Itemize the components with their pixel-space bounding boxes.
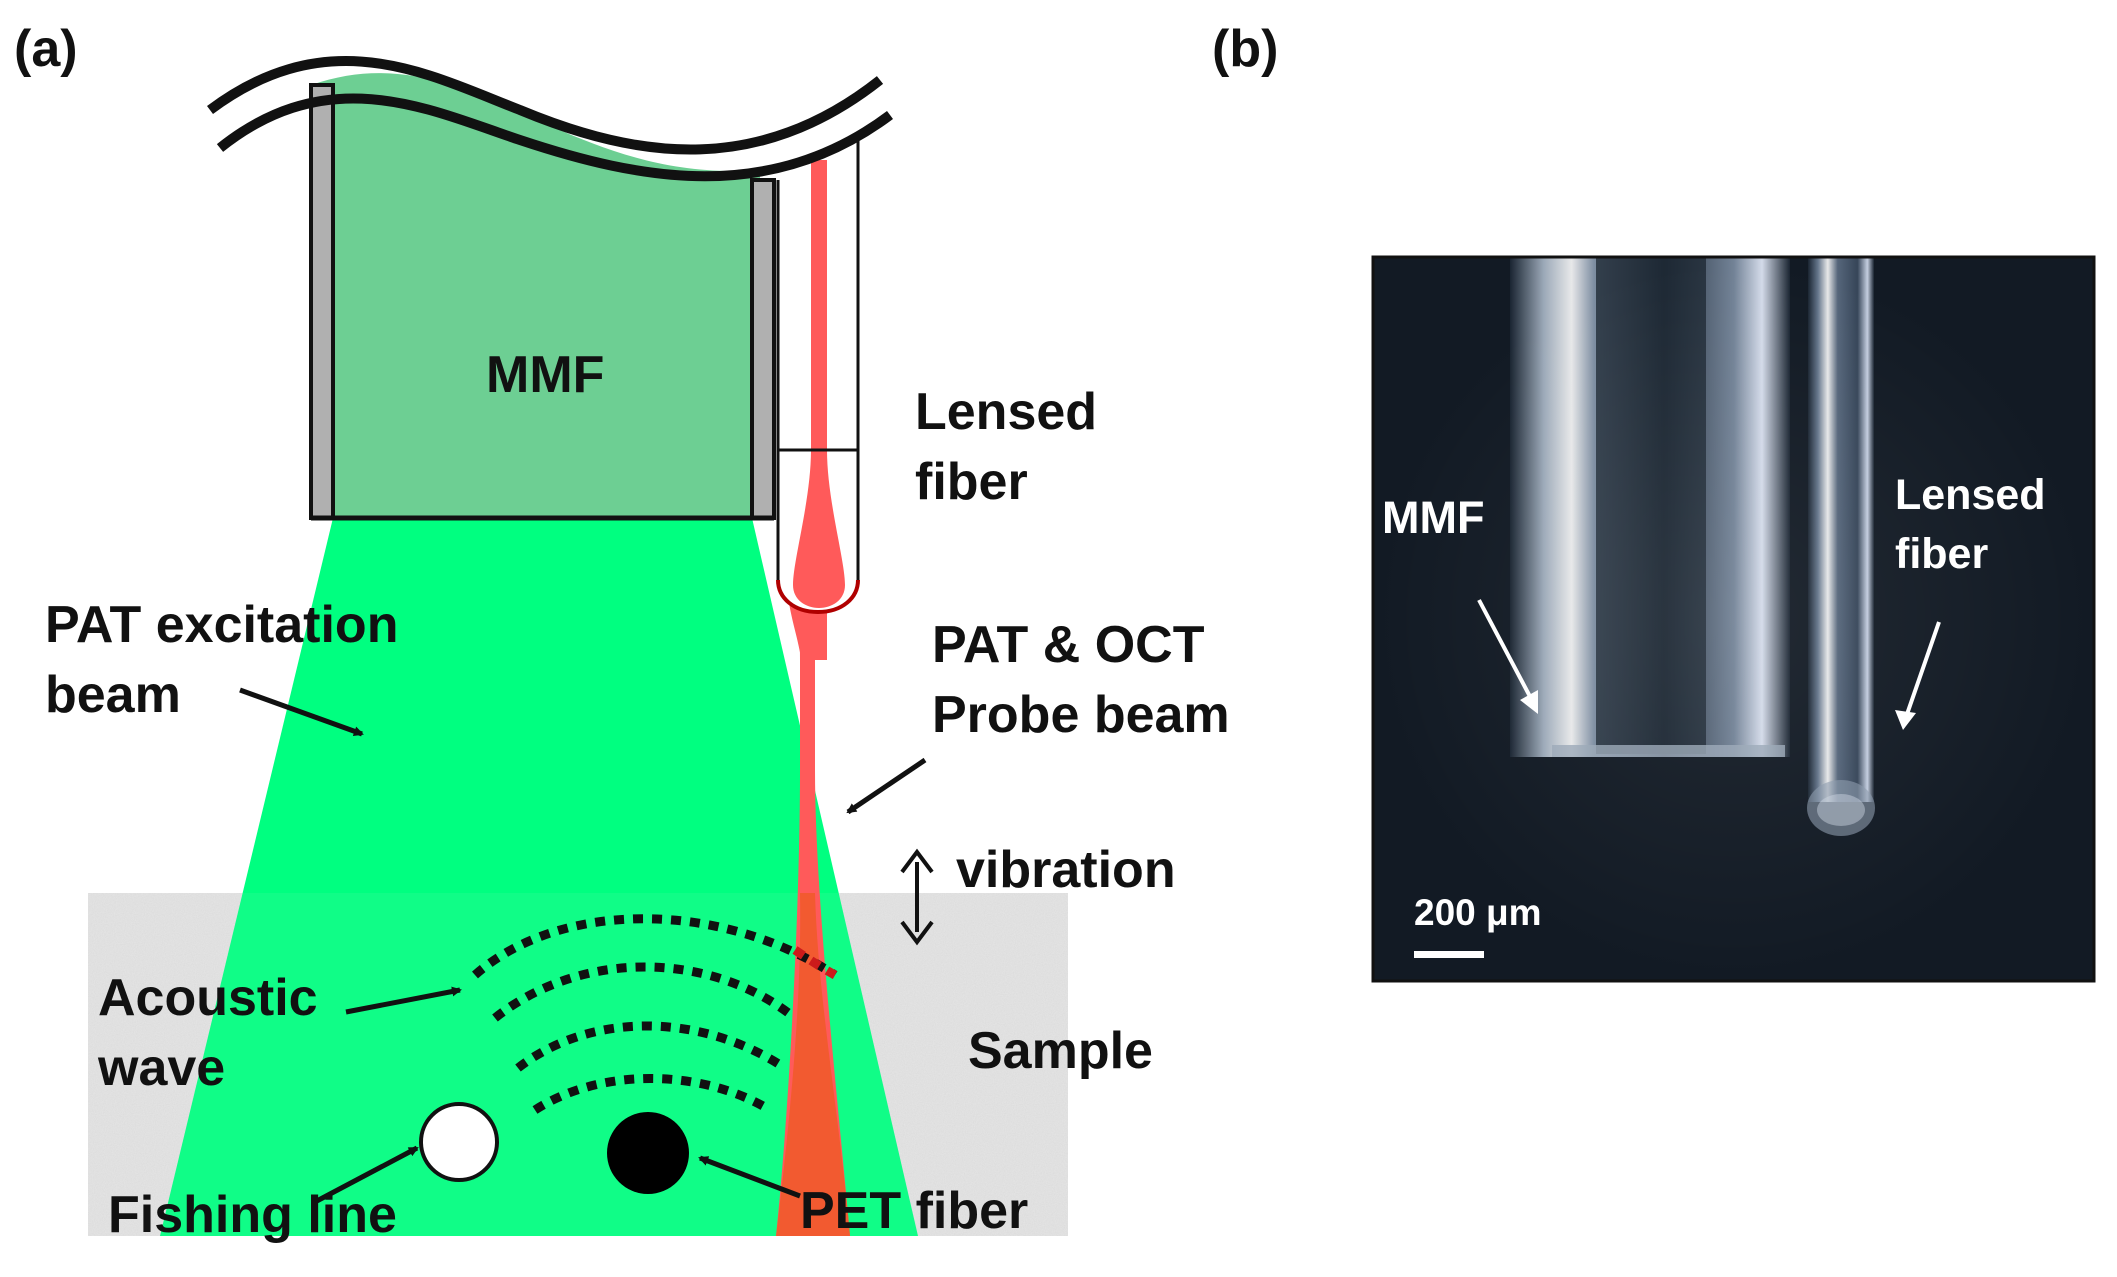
fishing-line-arrow (311, 1145, 419, 1206)
acoustic-wave-label-2: wave (97, 1039, 225, 1097)
vibration-arrow (900, 848, 934, 946)
sample-label: Sample (968, 1022, 1153, 1080)
acoustic-wave-arc-2 (492, 962, 798, 1022)
photo-lensed-arrow (1903, 621, 1941, 721)
lensed-fiber (776, 140, 860, 660)
cable-outline-inner (216, 93, 893, 182)
lensed-fiber-label-2: fiber (915, 453, 1028, 511)
pet-fiber-arrow (698, 1155, 801, 1199)
photo-mmf-arrow (1477, 599, 1537, 707)
probe-beam-label-2: Probe beam (932, 686, 1230, 744)
mmf-fiber: MMF (309, 73, 776, 521)
acoustic-arrow (345, 986, 462, 1015)
pet-fiber-target (607, 1112, 689, 1194)
lensed-fiber-label-1: Lensed (915, 383, 1097, 441)
pat-excitation-label-1: PAT excitation (45, 596, 398, 654)
photo-lensed-label-2: fiber (1895, 530, 1988, 578)
photo-mmf-label: MMF (1382, 492, 1484, 543)
panel-a: (a) MMF (14, 20, 1230, 1244)
panel-a-tag: (a) (14, 20, 78, 78)
fishing-line-target (419, 1102, 499, 1182)
probe-beam-label-1: PAT & OCT (932, 616, 1205, 674)
acoustic-wave-label-1: Acoustic (98, 969, 318, 1027)
panel-b-tag: (b) (1212, 20, 1278, 78)
scale-bar (1414, 951, 1484, 958)
sample-block (88, 893, 1068, 1236)
microscope-photo (1373, 257, 2094, 981)
beam-overlap (776, 893, 850, 1236)
scale-bar-label: 200 μm (1414, 892, 1542, 933)
vibration-label: vibration (956, 841, 1176, 899)
acoustic-wave-arc-1 (472, 914, 838, 979)
probe-arrow (846, 757, 927, 815)
acoustic-waves (472, 914, 838, 1114)
acoustic-wave-arc-3 (515, 1021, 788, 1072)
mmf-label: MMF (486, 346, 604, 404)
photo-lensed-label-1: Lensed (1895, 471, 2046, 519)
pat-excitation-label-2: beam (45, 666, 181, 724)
acoustic-wave-arc-4 (532, 1074, 773, 1114)
panel-b: (b) MMF Lensed fiber 200 μm (1212, 20, 2096, 983)
cable-outline-outer (207, 56, 884, 155)
excitation-arrow (239, 687, 364, 737)
pet-fiber-label: PET fiber (800, 1182, 1028, 1240)
fishing-line-label: Fishing line (108, 1186, 397, 1244)
